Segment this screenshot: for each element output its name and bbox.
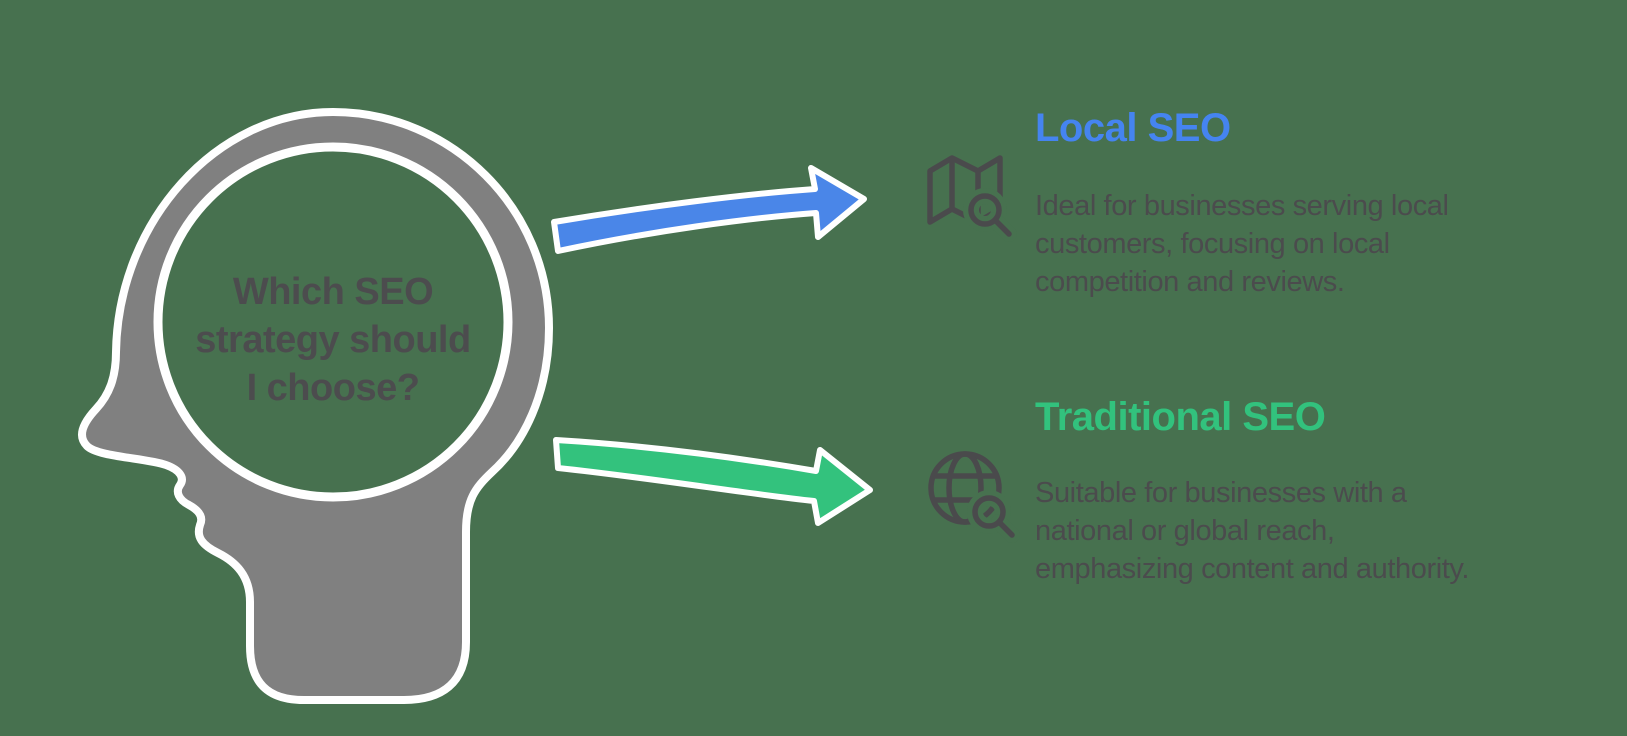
local-seo-title: Local SEO xyxy=(1035,106,1231,150)
traditional-seo-arrow xyxy=(553,437,873,526)
desc-line: Ideal for businesses serving local xyxy=(1035,190,1449,222)
desc-line: customers, focusing on local xyxy=(1035,228,1390,260)
question-text: Which SEO strategy should I choose? xyxy=(113,268,553,412)
desc-line: Suitable for businesses with a xyxy=(1035,477,1407,509)
traditional-seo-title: Traditional SEO xyxy=(1035,395,1326,439)
question-line: strategy should xyxy=(195,319,471,361)
thought-circle xyxy=(153,142,513,502)
desc-line: emphasizing content and authority. xyxy=(1035,553,1470,585)
map-search-icon xyxy=(927,155,1017,242)
question-line: Which SEO xyxy=(232,271,434,313)
question-line: I choose? xyxy=(246,367,420,409)
globe-search-icon xyxy=(928,451,1020,543)
desc-line: national or global reach, xyxy=(1035,515,1335,547)
traditional-seo-description: Suitable for businesses with a national … xyxy=(1035,474,1535,588)
local-seo-arrow xyxy=(551,165,867,254)
desc-line: competition and reviews. xyxy=(1035,266,1345,298)
local-seo-description: Ideal for businesses serving local custo… xyxy=(1035,187,1535,301)
